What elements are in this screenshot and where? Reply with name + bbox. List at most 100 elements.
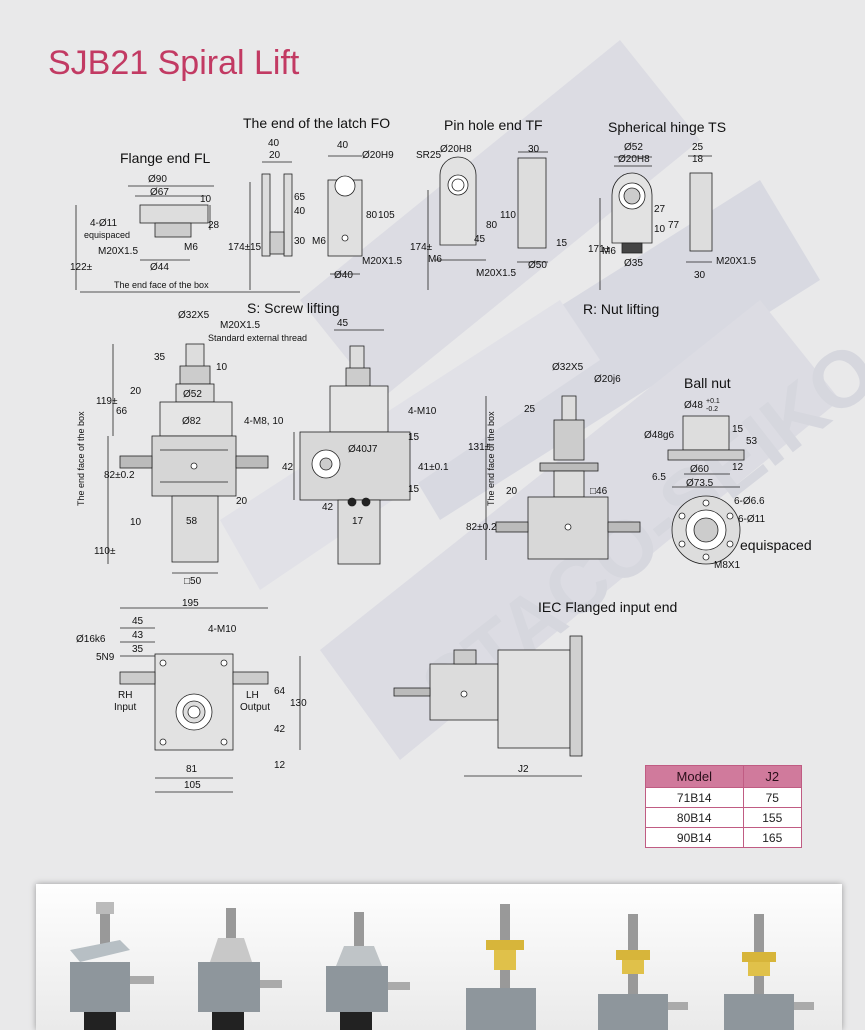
svg-text:30: 30	[294, 236, 306, 247]
table-cell: 165	[742, 827, 803, 848]
svg-text:M6: M6	[184, 242, 198, 253]
svg-text:M20X1.5: M20X1.5	[98, 246, 138, 257]
svg-text:M6: M6	[602, 246, 616, 257]
svg-text:15: 15	[408, 484, 420, 495]
svg-text:Ø48g6: Ø48g6	[644, 430, 674, 441]
svg-text:20: 20	[130, 386, 142, 397]
svg-text:Input: Input	[114, 702, 136, 713]
svg-text:110±: 110±	[94, 546, 116, 557]
product-image-6	[724, 914, 814, 1030]
product-image-3	[326, 912, 410, 1030]
svg-text:4-M8, 10: 4-M8, 10	[244, 416, 284, 427]
latch-title: The end of the latch FO	[243, 115, 391, 131]
svg-text:Ø82: Ø82	[182, 416, 201, 427]
svg-text:Standard external thread: Standard external thread	[208, 333, 307, 343]
svg-text:The end face of the box: The end face of the box	[486, 411, 496, 506]
svg-text:10: 10	[130, 517, 142, 528]
svg-text:35: 35	[132, 644, 144, 655]
svg-text:42: 42	[322, 502, 334, 513]
svg-text:82±0.2: 82±0.2	[104, 470, 135, 481]
svg-text:Ø90: Ø90	[148, 174, 167, 185]
ballnut-drawing	[667, 415, 745, 565]
svg-text:80: 80	[486, 220, 498, 231]
svg-text:Ø48: Ø48	[684, 400, 703, 411]
svg-text:Ø44: Ø44	[150, 262, 169, 273]
svg-text:M20X1.5: M20X1.5	[476, 268, 516, 279]
svg-text:66: 66	[116, 406, 128, 417]
svg-text:105: 105	[378, 210, 395, 221]
ballnut-title: Ball nut	[684, 375, 731, 391]
svg-text:131±: 131±	[468, 442, 491, 453]
table-row: 90B14 165	[645, 827, 803, 848]
table-cell: 155	[742, 807, 803, 828]
svg-text:Ø20H8: Ø20H8	[618, 154, 650, 165]
svg-text:The end face of the box: The end face of the box	[114, 280, 209, 290]
svg-text:40: 40	[294, 206, 306, 217]
svg-text:4-Ø11: 4-Ø11	[90, 218, 117, 229]
svg-text:25: 25	[692, 142, 704, 153]
screw-side-drawing	[293, 329, 411, 565]
hinge-title: Spherical hinge TS	[608, 119, 727, 135]
svg-text:M6: M6	[428, 254, 442, 265]
svg-text:15: 15	[732, 424, 744, 435]
table-row: 71B14 75	[645, 787, 803, 808]
svg-text:5N9: 5N9	[96, 652, 115, 663]
svg-text:174±: 174±	[410, 242, 433, 253]
top-view-drawing	[119, 607, 301, 793]
svg-text:Ø35: Ø35	[624, 258, 643, 269]
svg-text:82±0.2: 82±0.2	[466, 522, 497, 533]
svg-text:20: 20	[269, 150, 281, 161]
svg-text:SR25: SR25	[416, 150, 441, 161]
svg-text:The end face of the box: The end face of the box	[76, 411, 86, 506]
svg-text:58: 58	[186, 516, 198, 527]
svg-text:30: 30	[528, 144, 540, 155]
svg-text:M8X1: M8X1	[714, 560, 741, 571]
nut-drawing	[485, 395, 641, 560]
svg-text:Ø40J7: Ø40J7	[348, 444, 378, 455]
table-cell: 75	[742, 787, 803, 808]
table-header-row: Model J2	[645, 765, 803, 788]
svg-text:M6: M6	[312, 236, 326, 247]
table-row: 80B14 155	[645, 807, 803, 828]
svg-text:30: 30	[694, 270, 706, 281]
svg-text:Ø60: Ø60	[690, 464, 709, 475]
pinhole-drawing	[427, 151, 548, 290]
svg-text:M20X1.5: M20X1.5	[716, 256, 756, 267]
table-header-model: Model	[645, 765, 744, 788]
svg-text:Ø20H8: Ø20H8	[440, 144, 472, 155]
svg-text:M20X1.5: M20X1.5	[220, 320, 260, 331]
flange-drawing	[75, 185, 300, 293]
svg-text:27: 27	[654, 204, 666, 215]
svg-text:Ø32X5: Ø32X5	[178, 310, 210, 321]
svg-text:17: 17	[352, 516, 364, 527]
svg-text:43: 43	[132, 630, 144, 641]
svg-text:77: 77	[668, 220, 680, 231]
product-image-1	[70, 902, 154, 1030]
svg-text:Ø32X5: Ø32X5	[552, 362, 584, 373]
svg-text:28: 28	[208, 220, 220, 231]
svg-text:Ø16k6: Ø16k6	[76, 634, 106, 645]
svg-text:Ø73.5: Ø73.5	[686, 478, 714, 489]
table-cell: 90B14	[645, 827, 744, 848]
svg-text:20: 20	[506, 486, 518, 497]
iec-title: IEC Flanged input end	[538, 599, 678, 615]
svg-text:40: 40	[268, 138, 280, 149]
table-cell: 71B14	[645, 787, 744, 808]
svg-text:25: 25	[524, 404, 536, 415]
svg-text:40: 40	[337, 140, 349, 151]
product-photo-strip	[36, 884, 842, 1030]
svg-text:RH: RH	[118, 690, 132, 701]
svg-text:15: 15	[408, 432, 420, 443]
svg-text:Ø67: Ø67	[150, 187, 169, 198]
svg-text:6-Ø6.6: 6-Ø6.6	[734, 496, 765, 507]
svg-text:LH: LH	[246, 690, 259, 701]
svg-text:10: 10	[200, 194, 212, 205]
svg-text:41±0.1: 41±0.1	[418, 462, 449, 473]
svg-text:42: 42	[274, 724, 286, 735]
latch-drawing	[249, 155, 363, 290]
svg-text:110: 110	[500, 210, 516, 221]
svg-text:□46: □46	[590, 486, 608, 497]
nut-title: R: Nut lifting	[583, 301, 660, 317]
svg-text:-0.2: -0.2	[706, 406, 718, 413]
